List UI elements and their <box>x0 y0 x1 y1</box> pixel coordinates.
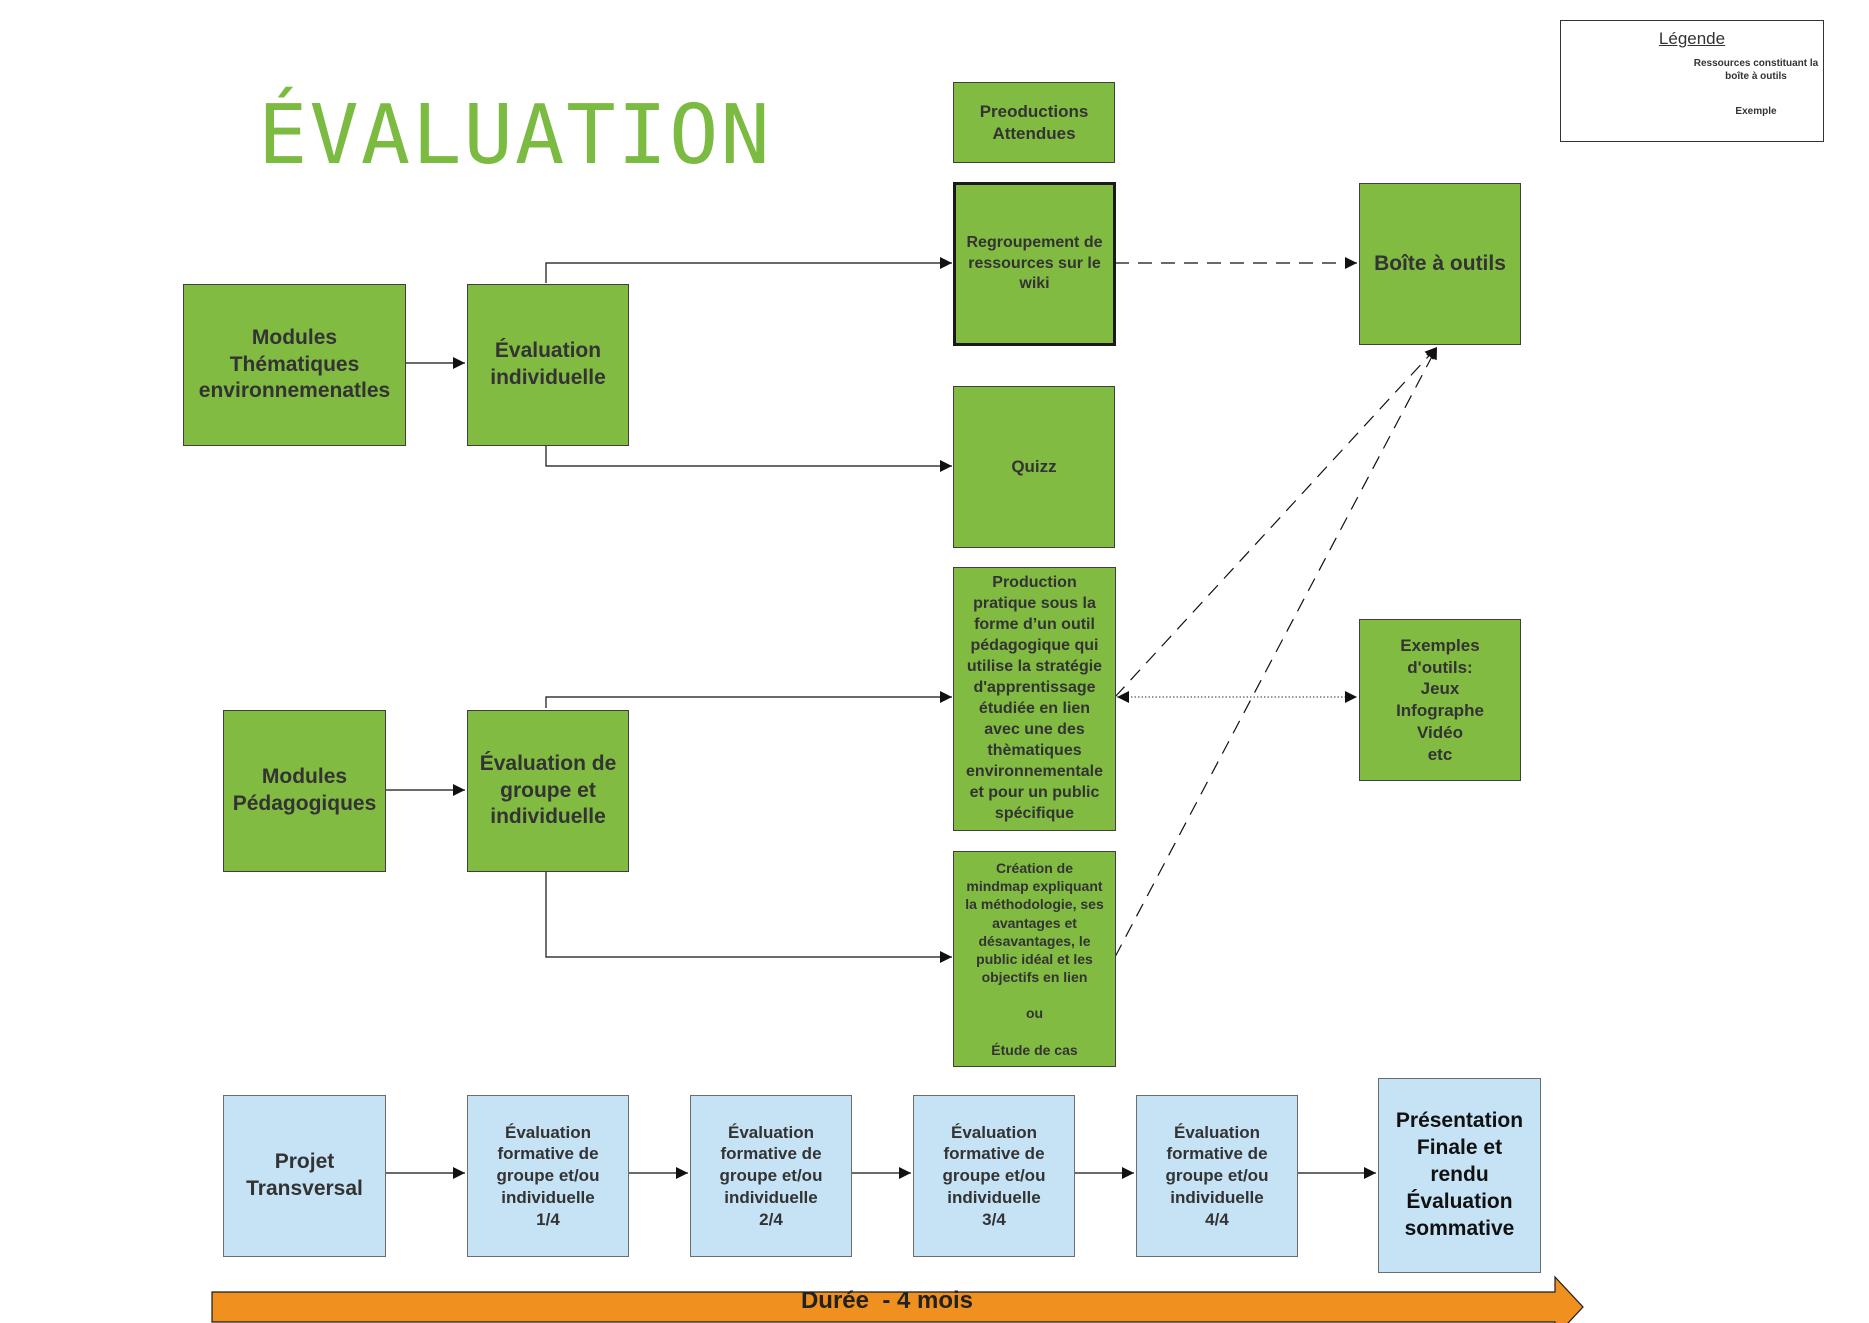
quizz-box: Quizz <box>953 386 1115 548</box>
arrow-evalgroupe-to-mindmap <box>545 870 952 963</box>
projet-transversal-box: Projet Transversal <box>223 1095 386 1257</box>
arrow-evalgroupe-to-production <box>545 691 952 708</box>
modules-thematiques-box: Modules Thématiques environnemenatles <box>183 284 406 446</box>
boite-a-outils-box: Boîte à outils <box>1359 183 1521 345</box>
legend-dotted-label: Exemple <box>1735 106 1777 117</box>
mindmap-box: Création de mindmap expliquant la méthod… <box>953 851 1116 1067</box>
modules-pedagogiques-box: Modules Pédagogiques <box>223 710 386 872</box>
presentation-finale-box: Présentation Finale et rendu Évaluation … <box>1378 1078 1541 1273</box>
timeline-step-4: Évaluation formative de groupe et/ou ind… <box>1136 1095 1298 1257</box>
evaluation-groupe-box: Évaluation de groupe et individuelle <box>467 710 629 872</box>
regroupement-wiki-box: Regroupement de ressources sur le wiki <box>953 182 1116 346</box>
productions-header: Preoductions Attendues <box>953 82 1115 163</box>
page-title: ÉVALUATION <box>258 88 772 183</box>
legend: Légende Ressources constituant la boîte … <box>1560 20 1824 142</box>
timeline-step-3: Évaluation formative de groupe et/ou ind… <box>913 1095 1075 1257</box>
production-pratique-box: Production pratique sous la forme d’un o… <box>953 567 1116 831</box>
duration-arrow <box>211 1275 1584 1323</box>
timeline-step-1: Évaluation formative de groupe et/ou ind… <box>467 1095 629 1257</box>
legend-dashed-label: Ressources constituant la boîte à outils <box>1693 58 1819 82</box>
dashed-production-to-boite <box>1114 346 1438 698</box>
duration-label: Durée - 4 mois <box>800 1287 974 1314</box>
evaluation-individuelle-box: Évaluation individuelle <box>467 284 629 446</box>
timeline-step-2: Évaluation formative de groupe et/ou ind… <box>690 1095 852 1257</box>
arrow-eval-to-regroupement <box>545 257 952 283</box>
arrow-eval-to-quizz <box>545 446 952 472</box>
exemples-outils-box: Exemples d'outils: Jeux Infographe Vidéo… <box>1359 619 1521 781</box>
legend-title: Légende <box>1658 29 1726 48</box>
